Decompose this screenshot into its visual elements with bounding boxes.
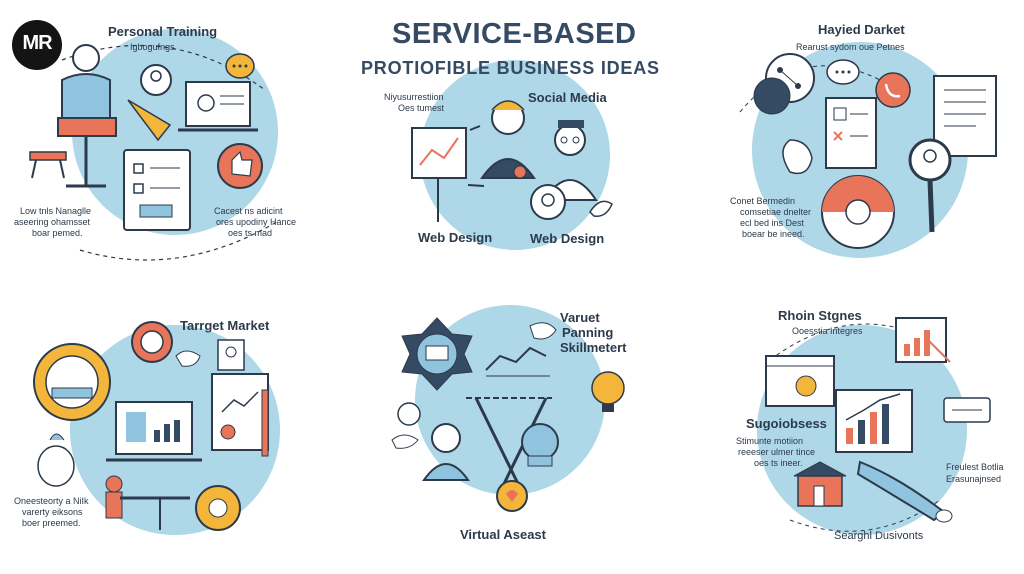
report-icon — [933, 75, 997, 157]
panel-2-social-media: Social Media — [528, 90, 607, 105]
panel-1-title: Personal Training — [108, 24, 218, 39]
panel-target-market-art — [33, 321, 280, 535]
panel-5-title-3: Skillmetert — [560, 340, 627, 355]
panel-6-bottom-label: Searghl Dusivonts — [834, 530, 924, 542]
page-title: SERVICE-BASED — [392, 18, 637, 50]
kettlebell-icon — [521, 423, 559, 467]
chat-bubble-icon — [826, 59, 860, 85]
mug-icon — [782, 139, 813, 175]
brand-logo[interactable]: MR — [12, 20, 62, 70]
panel-4-title: Tarrget Market — [180, 318, 270, 333]
trainer-figure — [57, 44, 117, 188]
panel-market-art — [739, 42, 997, 258]
dashboard-screen-icon — [835, 389, 913, 453]
panel-personal-training-art — [29, 29, 281, 261]
designer-figure — [480, 100, 536, 179]
panel-6-note-1: Stimunte motiion — [736, 436, 804, 446]
stool-icon — [29, 151, 67, 179]
chart-board-icon — [895, 317, 951, 363]
checklist-icon — [123, 149, 191, 231]
panel-2-note-1: Niyusurrestiion — [384, 92, 444, 102]
star-badge-icon — [401, 317, 473, 391]
panel-4-note-2: varerty eiksons — [22, 507, 83, 517]
mascot-icon — [37, 433, 75, 487]
chat-bubble-icon — [225, 53, 255, 79]
logo-mark: MR — [22, 32, 52, 54]
panel-3-note-4: boear be ineed. — [742, 229, 805, 239]
panel-1-right-note-2: ores upodiny Hance — [216, 217, 297, 227]
pencil-icon — [261, 389, 269, 457]
tag-icon — [943, 397, 991, 423]
handshake-icon — [856, 460, 953, 523]
panel-6-right-note-2: Erasunajnsed — [946, 474, 1002, 484]
chat-bubble-icon — [175, 350, 201, 367]
search-bubble-icon — [530, 184, 566, 220]
laptop-icon — [178, 81, 258, 132]
panel-2-note-2: Oes tumest — [398, 103, 445, 113]
phone-icon — [875, 72, 911, 108]
panel-1-right-note-1: Cacest ns adicint — [214, 206, 283, 216]
chat-bubble-icon — [529, 322, 557, 340]
like-icon — [217, 143, 263, 189]
panel-4-note-3: boer preemed. — [22, 518, 81, 528]
panel-2-web-design-1: Web Design — [418, 230, 493, 245]
panel-virtual-assistant-art — [391, 305, 625, 512]
panel-3-note-2: comsetiae dnelter — [740, 207, 812, 217]
panel-5-title-2: Panning — [562, 325, 614, 340]
panel-1-left-note-3: boar pemed. — [32, 228, 83, 238]
magnifier-icon — [908, 138, 952, 233]
coin-ring-icon — [821, 175, 895, 249]
cup-icon — [753, 77, 791, 115]
panel-6-subtitle: Ooesstia Integres — [792, 326, 863, 336]
panel-6-title: Rhoin Stgnes — [778, 308, 862, 323]
user-icon — [397, 402, 421, 426]
avatar-icon — [140, 64, 172, 96]
document-chart-icon — [211, 373, 269, 451]
panel-6-right-note-1: Freulest Botlia — [946, 462, 1004, 472]
panel-3-title: Hayied Darket — [818, 22, 905, 37]
panel-5-bottom-label: Virtual Aseast — [460, 527, 546, 542]
panel-6-note-2: reeeser ulmer tince — [738, 447, 816, 457]
panel-1-subtitle: Igbogufngs — [130, 42, 175, 52]
panel-5-title-1: Varuet — [560, 310, 600, 325]
panel-6-mid-label: Sugoiobsess — [746, 416, 827, 431]
presentation-board-icon — [411, 127, 467, 222]
growth-chart-icon — [485, 346, 550, 377]
coin-bag-icon — [195, 485, 241, 531]
lightbulb-icon — [591, 371, 625, 412]
panel-3-note-1: Conet Bermedin — [730, 196, 796, 206]
panel-social-media-art — [411, 60, 613, 250]
gear-icon — [33, 343, 111, 421]
panel-2-web-design-2: Web Design — [530, 231, 605, 246]
monitor-icon — [106, 401, 202, 462]
page-subtitle: PROTIOFIBLE BUSINESS IDEAS — [361, 58, 660, 78]
document-icon — [825, 97, 877, 169]
pen-icon — [127, 99, 172, 142]
browser-window-icon — [765, 355, 835, 407]
panel-4-note-1: Oneesteorty a NiIk — [14, 496, 89, 506]
panel-3-subtitle: Rearust sydom oue Petnes — [796, 42, 905, 52]
panel-growth-art — [757, 317, 991, 535]
house-icon — [793, 461, 847, 507]
chat-bubble-icon — [391, 434, 419, 449]
chat-bubble-icon — [589, 200, 613, 217]
id-card-icon — [217, 339, 245, 371]
panel-1-right-note-3: oes ts mad — [228, 228, 273, 238]
target-person-icon — [131, 321, 173, 363]
panel-6-note-3: oes ts ineer. — [754, 458, 803, 468]
panel-3-note-3: ecl bed ins Dest — [740, 218, 805, 228]
assistant-figure — [422, 423, 470, 481]
panel-1-left-note-2: aseering ohamsset — [14, 217, 91, 227]
desk-worker-icon — [105, 475, 190, 530]
panel-1-left-note-1: Low tnls Nanaglle — [20, 206, 92, 216]
